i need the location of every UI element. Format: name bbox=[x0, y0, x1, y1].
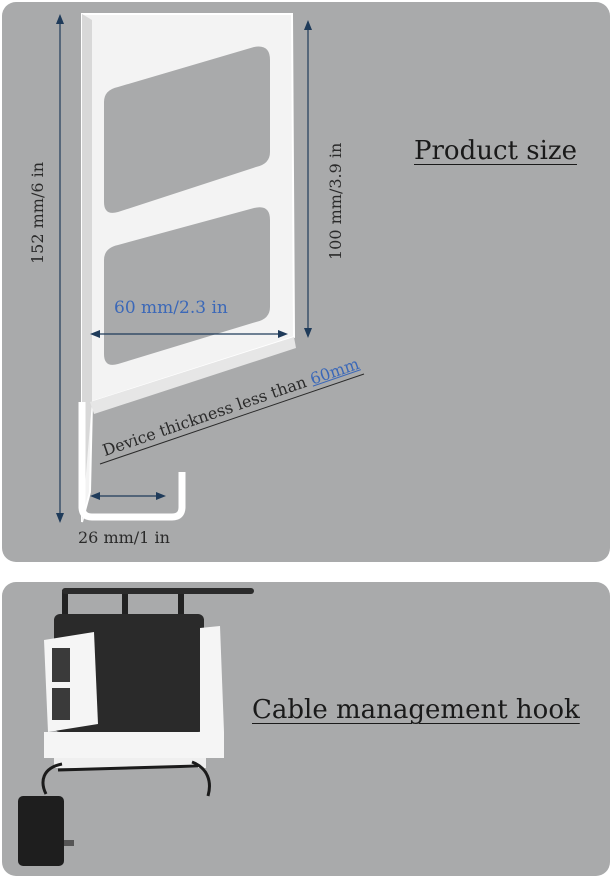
holder-window-lower bbox=[104, 207, 270, 365]
width-arrow-head-left bbox=[90, 330, 100, 338]
holder-left-vent-lower bbox=[52, 688, 70, 720]
inner-height-dimension-label: 100 mm/3.9 in bbox=[326, 142, 345, 260]
power-adapter-prong bbox=[64, 840, 74, 846]
holder-dimension-drawing bbox=[56, 13, 365, 523]
height-arrow-head-bottom bbox=[56, 513, 64, 523]
hook-dimension-label: 26 mm/1 in bbox=[78, 528, 170, 547]
antenna-right bbox=[178, 594, 184, 620]
cable-management-title: Cable management hook bbox=[252, 695, 580, 725]
holder-window-upper bbox=[104, 46, 270, 213]
holder-ledge bbox=[90, 337, 296, 414]
width-dimension-label: 60 mm/2.3 in bbox=[114, 298, 228, 318]
holder-bottom-bar bbox=[44, 732, 224, 758]
holder-side-shade bbox=[82, 14, 92, 522]
thickness-underline bbox=[99, 373, 365, 465]
antenna-left bbox=[62, 590, 68, 620]
holder-hook bbox=[78, 402, 186, 521]
cable-hook-rail bbox=[54, 758, 206, 768]
hook-arrow-head-left bbox=[90, 492, 100, 500]
cable-in-hook bbox=[57, 764, 199, 772]
holder-right-clip bbox=[200, 626, 224, 734]
antenna-arm bbox=[62, 588, 254, 594]
inner-height-arrow-head-bottom bbox=[304, 328, 312, 338]
width-arrow-head-right bbox=[278, 330, 288, 338]
router-holder-illustration bbox=[18, 588, 254, 866]
height-dimension-label: 152 mm/6 in bbox=[28, 161, 47, 264]
power-cable bbox=[41, 760, 211, 797]
height-arrow-head-top bbox=[56, 14, 64, 24]
product-size-panel: 152 mm/6 in 100 mm/3.9 in 60 mm/2.3 in 2… bbox=[2, 2, 610, 562]
antenna-middle bbox=[122, 592, 128, 620]
hook-arrow-head-right bbox=[156, 492, 166, 500]
product-size-title: Product size bbox=[414, 136, 577, 166]
power-adapter bbox=[18, 796, 64, 866]
holder-left-vent-upper bbox=[52, 648, 70, 682]
inner-height-arrow-head-top bbox=[304, 20, 312, 30]
cable-hook-panel: Cable management hook bbox=[2, 582, 610, 876]
